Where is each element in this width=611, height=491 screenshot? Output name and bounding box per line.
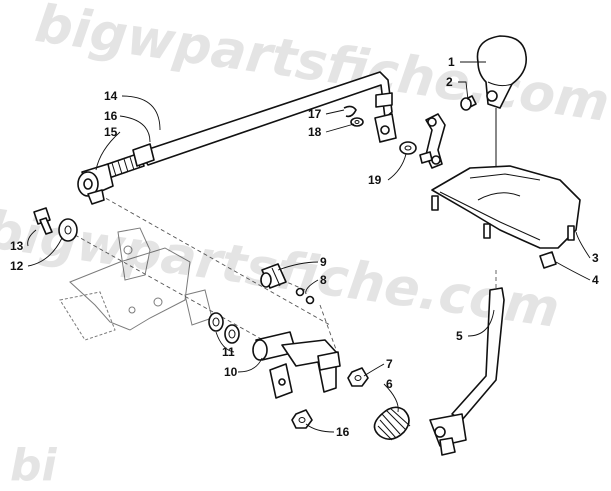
- callout-12: 12: [10, 259, 24, 273]
- callout-1: 1: [448, 55, 455, 69]
- bushings: [208, 312, 240, 344]
- callout-8: 8: [320, 273, 327, 287]
- clip-and-washer: [343, 105, 364, 127]
- shifter-cover: [431, 165, 581, 249]
- callout-7: 7: [386, 357, 393, 371]
- bracket-nut: [291, 409, 313, 429]
- mounting-bolt: [33, 207, 53, 235]
- cover-screw: [539, 251, 557, 269]
- frame-bracket: [59, 227, 213, 341]
- callout-6: 6: [386, 377, 393, 391]
- rod-threaded-end: [104, 143, 155, 179]
- callout-10: 10: [224, 365, 238, 379]
- callout-labels: 1 2 3 4 5 6 7 8 9 10 11 12 13 14 15 16 1…: [10, 55, 599, 439]
- callout-19: 19: [368, 173, 382, 187]
- pivot-pin: [260, 263, 287, 289]
- callout-14: 14: [104, 89, 118, 103]
- assembly-guide-lines: [74, 194, 497, 356]
- callout-2: 2: [446, 75, 453, 89]
- exploded-view-drawing: 1 2 3 4 5 6 7 8 9 10 11 12 13 14 15 16 1…: [10, 35, 599, 456]
- callout-13: 13: [10, 239, 24, 253]
- shift-link-arm: [399, 113, 446, 169]
- callout-16-upper: 16: [104, 109, 118, 123]
- callout-11: 11: [222, 345, 235, 359]
- leader-lines: [27, 61, 591, 433]
- o-rings: [295, 287, 315, 305]
- callout-3: 3: [592, 251, 599, 265]
- callout-5: 5: [456, 329, 463, 343]
- shift-lever: [429, 287, 505, 456]
- callout-17: 17: [308, 107, 322, 121]
- flat-washer: [58, 218, 78, 242]
- lock-nut: [347, 367, 369, 387]
- pivot-shaft-bracket: [252, 331, 341, 399]
- ball-joint: [77, 163, 114, 205]
- shift-rod: [139, 71, 397, 166]
- callout-4: 4: [592, 273, 599, 287]
- shift-knob: [476, 35, 528, 109]
- callout-9: 9: [320, 255, 327, 269]
- callout-16-lower: 16: [336, 425, 350, 439]
- knob-screw: [460, 95, 477, 111]
- callout-15: 15: [104, 125, 118, 139]
- callout-18: 18: [308, 125, 322, 139]
- return-spring: [373, 406, 411, 441]
